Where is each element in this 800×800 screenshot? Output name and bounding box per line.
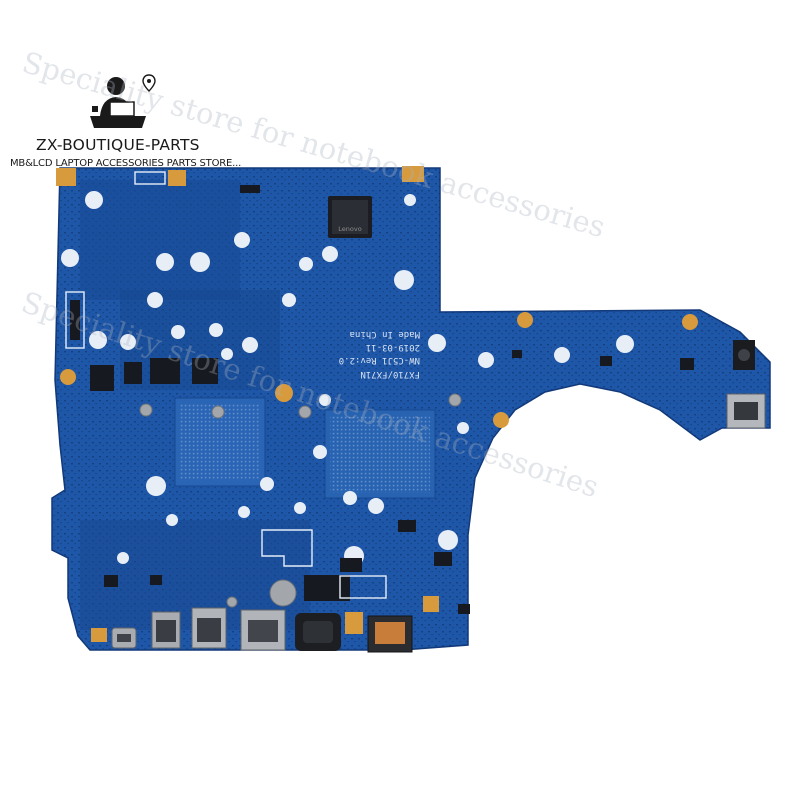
location-pin-icon (142, 74, 156, 92)
svg-text:NW-C5J1 Rev:2.0: NW-C5J1 Rev:2.0 (339, 355, 420, 365)
silkscreen-label: FX710/FX71N NW-C5J1 Rev:2.0 2019-03-11 M… (339, 329, 420, 379)
test-pads (61, 191, 634, 566)
chip-brand-label: Lenovo (338, 225, 361, 233)
capacitors (139, 393, 462, 608)
store-tagline: MB&LCD LAPTOP ACCESSORIES PARTS STORE... (10, 158, 242, 169)
ic-components (70, 185, 694, 614)
laptop-technician-icon (90, 77, 146, 128)
svg-text:Made In China: Made In China (350, 329, 420, 339)
svg-text:FX710/FX71N: FX710/FX71N (360, 369, 420, 379)
silkscreen-outlines (65, 171, 387, 599)
mounting-pads (56, 166, 698, 642)
store-brand-name: ZX-BOUTIQUE-PARTS (36, 136, 200, 154)
io-ports (111, 340, 766, 653)
store-logo: ZX-BOUTIQUE-PARTS MB&LCD LAPTOP ACCESSOR… (4, 72, 244, 182)
svg-text:2019-03-11: 2019-03-11 (366, 342, 420, 352)
